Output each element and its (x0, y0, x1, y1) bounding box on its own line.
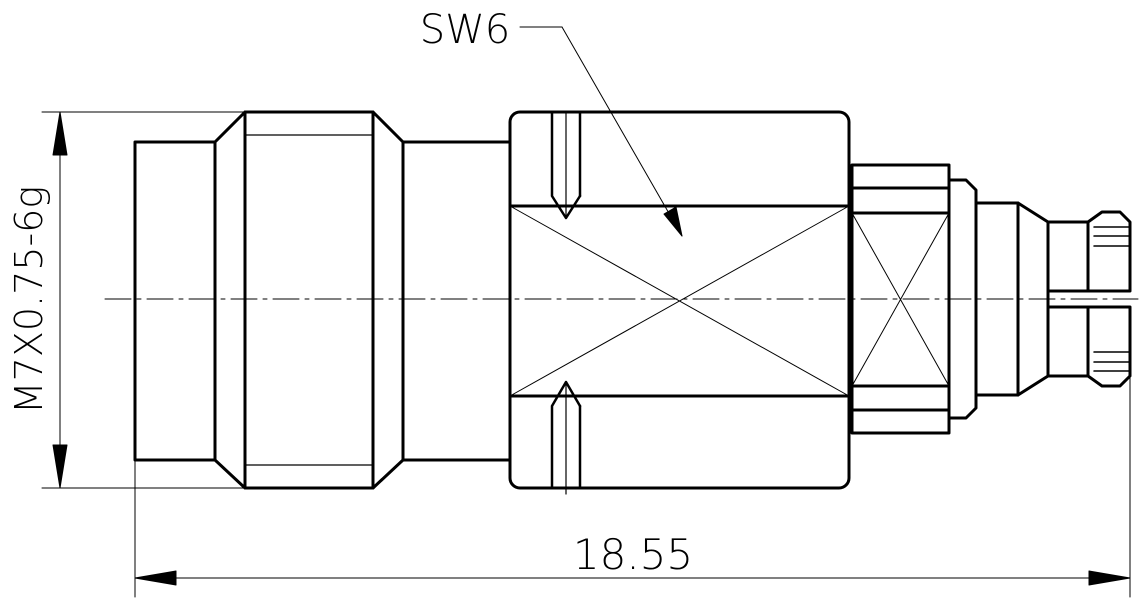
thread-dimension (41, 111, 246, 489)
overall-length-label: 18.55 (573, 530, 693, 579)
hex-nut (508, 110, 851, 495)
thread-minor-lines (244, 134, 374, 466)
thread-section (133, 110, 405, 490)
length-dimension (134, 309, 1131, 598)
wrench-size-label: SW6 (420, 7, 510, 53)
thread-spec-label: M7X0.75-6g (7, 186, 51, 414)
small-hex (850, 163, 951, 435)
contact-fingers (1046, 210, 1132, 388)
wrench-size-leader (519, 26, 683, 237)
neck-section (401, 140, 512, 462)
